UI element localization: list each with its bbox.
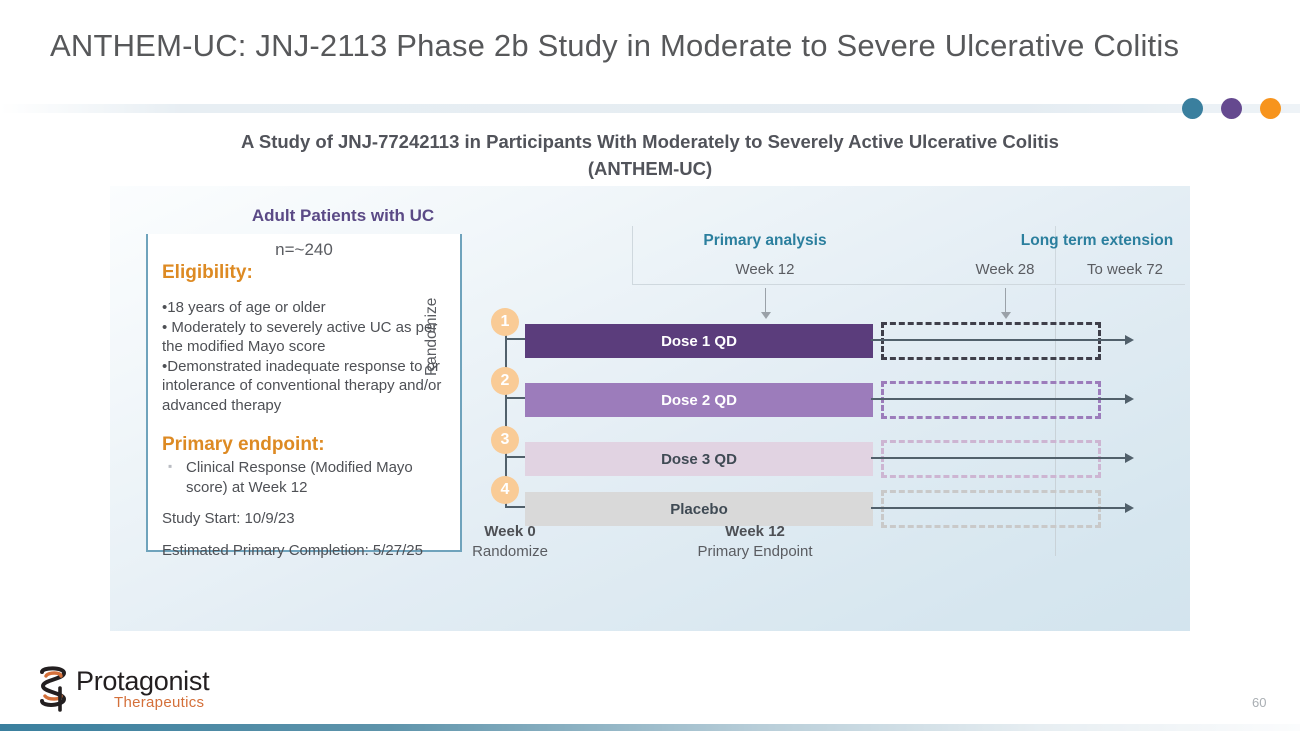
phase-label-long-term-extension: Long term extension: [1020, 232, 1174, 249]
header-divider-rule: [0, 104, 1300, 113]
arm-bar-dose-2: Dose 2 QD: [525, 383, 873, 417]
arm-number-badge-2: 2: [491, 367, 519, 395]
header-divider-left: [632, 226, 633, 284]
company-logo: Protagonist Therapeutics: [36, 664, 236, 716]
randomize-axis-label: Randomize: [423, 297, 440, 376]
protagonist-helix-icon: [36, 666, 72, 714]
randomization-spine: [505, 328, 507, 506]
eligibility-box: [146, 234, 462, 552]
study-subtitle-line1: A Study of JNJ-77242113 in Participants …: [241, 131, 1059, 152]
arm-extension-dose-1: [871, 322, 1134, 360]
arm-extension-dose-2: [871, 381, 1134, 419]
timepoint-week-12: Week 12: [735, 261, 795, 278]
study-start-date: Study Start: 10/9/23: [162, 510, 295, 527]
eligibility-item: •18 years of age or older: [162, 299, 326, 316]
arm-extension-placebo: [871, 490, 1134, 528]
purple-dot-icon: [1221, 98, 1242, 119]
logo-tagline: Therapeutics: [114, 694, 205, 711]
week-28-down-arrow-icon: [1000, 288, 1011, 319]
arm-bar-dose-1: Dose 1 QD: [525, 324, 873, 358]
orange-dot-icon: [1260, 98, 1281, 119]
primary-endpoint-heading: Primary endpoint:: [162, 434, 325, 455]
extension-separator-line: [1055, 288, 1056, 556]
diagram-footer-week-12-sub: Primary Endpoint: [697, 543, 813, 560]
header-divider-underline: [632, 284, 1185, 285]
treatment-arm-row: Placebo: [525, 490, 1145, 528]
eligibility-item: • Moderately to severely active UC as pe…: [162, 318, 442, 356]
diagram-footer-week-12: Week 12 Primary Endpoint: [660, 522, 850, 562]
treatment-arm-row: Dose 3 QD: [525, 440, 1145, 478]
arm-number-badge-1: 1: [491, 308, 519, 336]
sample-size-value: n=~240: [275, 240, 333, 259]
arm-bar-placebo: Placebo: [525, 492, 873, 526]
study-design-diagram: Primary analysis Long term extension Wee…: [423, 226, 1185, 606]
eligibility-content: Eligibility: •18 years of age or older •…: [162, 260, 454, 561]
diagram-footer-week-0-title: Week 0: [484, 523, 536, 540]
diagram-footer-week-0-sub: Randomize: [472, 543, 548, 560]
eligibility-heading: Eligibility:: [162, 262, 253, 283]
arm-number-badge-4: 4: [491, 476, 519, 504]
arm-number-badge-3: 3: [491, 426, 519, 454]
header-dot-group: [1178, 98, 1288, 120]
treatment-arm-row: Dose 2 QD: [525, 381, 1145, 419]
header-divider-middle: [1055, 226, 1056, 284]
study-subtitle: A Study of JNJ-77242113 in Participants …: [180, 128, 1120, 182]
arm-bar-dose-3: Dose 3 QD: [525, 442, 873, 476]
footer-accent-bar: [0, 724, 1300, 731]
arm-extension-dose-3: [871, 440, 1134, 478]
page-number: 60: [1252, 695, 1267, 710]
primary-endpoint-item: Clinical Response (Modified Mayo score) …: [162, 457, 454, 497]
page-title: ANTHEM-UC: JNJ-2113 Phase 2b Study in Mo…: [50, 28, 1180, 63]
week-12-down-arrow-icon: [760, 288, 771, 319]
diagram-footer-week-0: Week 0 Randomize: [430, 522, 590, 562]
timepoint-to-week-72: To week 72: [1087, 261, 1163, 278]
teal-dot-icon: [1182, 98, 1203, 119]
adult-patients-heading: Adult Patients with UC: [251, 206, 435, 225]
eligibility-criteria-list: •18 years of age or older • Moderately t…: [162, 298, 454, 415]
content-panel: Adult Patients with UC n=~240 Eligibilit…: [110, 186, 1190, 631]
estimated-completion-date: Estimated Primary Completion: 5/27/25: [162, 542, 423, 559]
phase-label-primary-analysis: Primary analysis: [703, 232, 827, 249]
study-subtitle-line2: (ANTHEM-UC): [587, 158, 713, 179]
treatment-arm-row: Dose 1 QD: [525, 322, 1145, 360]
diagram-footer-week-12-title: Week 12: [725, 523, 785, 540]
timepoint-week-28: Week 28: [975, 261, 1035, 278]
eligibility-item: •Demonstrated inadequate response to or …: [162, 357, 446, 414]
logo-wordmark: Protagonist: [76, 666, 210, 696]
